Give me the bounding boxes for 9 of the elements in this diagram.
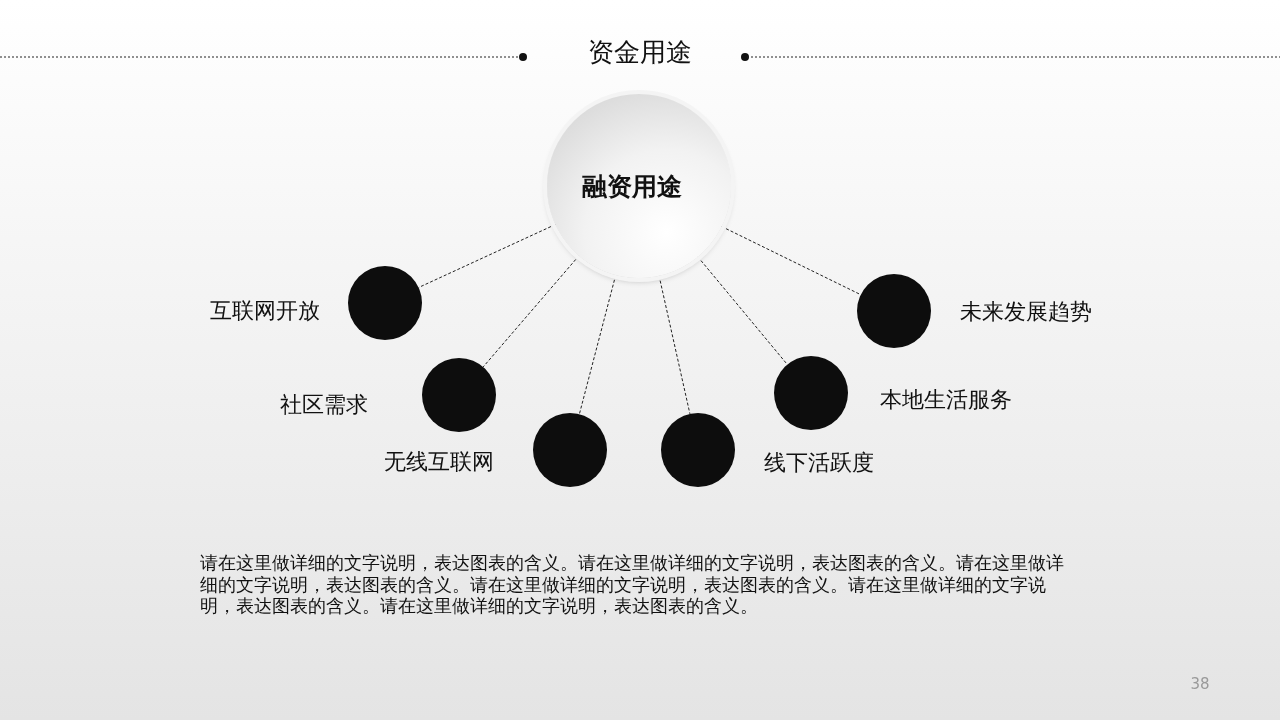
item-label: 社区需求 — [280, 391, 368, 419]
title: 资金用途 — [587, 36, 693, 68]
item-label: 无线互联网 — [384, 448, 494, 476]
item-label: 本地生活服务 — [880, 386, 1012, 414]
item-label: 互联网开放 — [210, 297, 320, 325]
item-label: 线下活跃度 — [764, 449, 874, 477]
page-number: 38 — [1189, 674, 1211, 694]
description-text: 请在这里做详细的文字说明，表达图表的含义。请在这里做详细的文字说明，表达图表的含义。请在这里做详细的文字说明，表达图表的含义。请在这里做详细的文字说明，表达图表的含义。请在这里做详细的文字说明，表达图表的含义。请在这里做详细的文字说明，表达图表的含义。 — [200, 552, 1065, 617]
item-label: 未来发展趋势 — [960, 298, 1092, 326]
